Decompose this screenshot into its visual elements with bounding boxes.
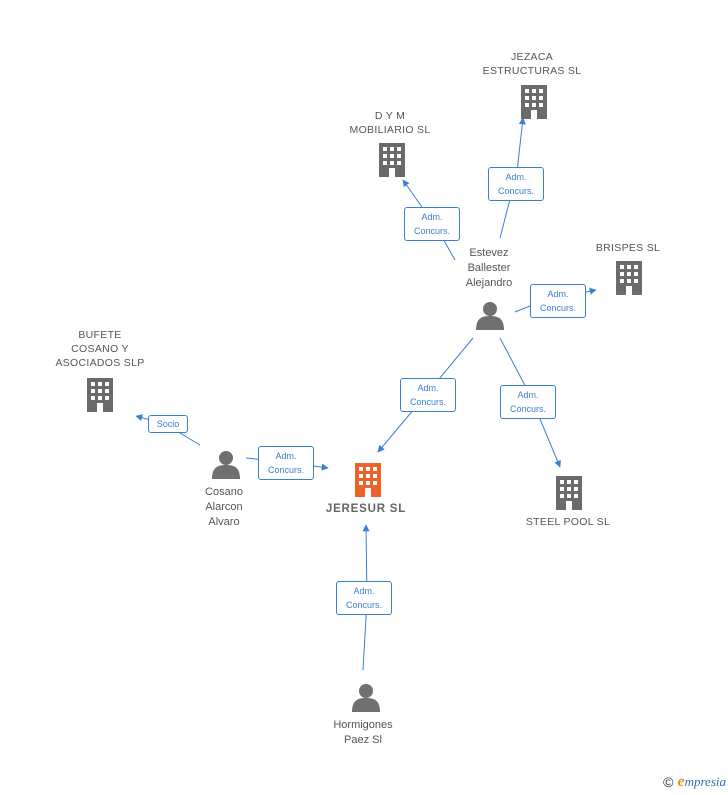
person-icon-cosano[interactable] [212, 451, 240, 479]
node-label-brispes[interactable]: BRISPES SL [595, 242, 661, 254]
edge-label-estevez-to-dym[interactable]: Adm. Concurs. [404, 207, 460, 241]
building-icon-jezaca[interactable] [521, 85, 547, 119]
edge-label-estevez-to-steelpool[interactable]: Adm. Concurs. [500, 385, 556, 419]
edge-label-hormigones-to-jeresur[interactable]: Adm. Concurs. [336, 581, 392, 615]
node-label-bufete[interactable]: BUFETE COSANO Y ASOCIADOS SLP [55, 329, 145, 369]
edge-label-cosano-to-bufete[interactable]: Socio [148, 415, 188, 433]
building-icon-bufete[interactable] [87, 378, 113, 412]
node-label-hormigones[interactable]: Hormigones Paez Sl [333, 719, 393, 746]
node-label-jezaca[interactable]: JEZACA ESTRUCTURAS SL [482, 51, 582, 77]
copyright-icon: © [663, 774, 674, 790]
building-icon-brispes[interactable] [616, 261, 642, 295]
building-icon-dym[interactable] [379, 143, 405, 177]
edge-label-cosano-to-jeresur[interactable]: Adm. Concurs. [258, 446, 314, 480]
node-label-steelpool[interactable]: STEEL POOL SL [525, 516, 611, 528]
edge-label-estevez-to-brispes[interactable]: Adm. Concurs. [530, 284, 586, 318]
person-icon-estevez[interactable] [476, 302, 504, 330]
person-icon-hormigones[interactable] [352, 684, 380, 712]
footer: © empresia [663, 773, 726, 791]
building-icon-steelpool[interactable] [556, 476, 582, 510]
brand-logo[interactable]: empresia [677, 773, 726, 790]
edge-label-estevez-to-jezaca[interactable]: Adm. Concurs. [488, 167, 544, 201]
node-label-dym[interactable]: D Y M MOBILIARIO SL [349, 110, 431, 136]
node-label-estevez[interactable]: Estevez Ballester Alejandro [465, 247, 513, 289]
building-icon-jeresur[interactable] [355, 463, 381, 497]
edge-label-estevez-to-jeresur[interactable]: Adm. Concurs. [400, 378, 456, 412]
nodes-layer [87, 85, 642, 712]
node-label-cosano[interactable]: Cosano Alarcon Alvaro [205, 486, 243, 528]
node-label-jeresur[interactable]: JERESUR SL [325, 503, 407, 515]
